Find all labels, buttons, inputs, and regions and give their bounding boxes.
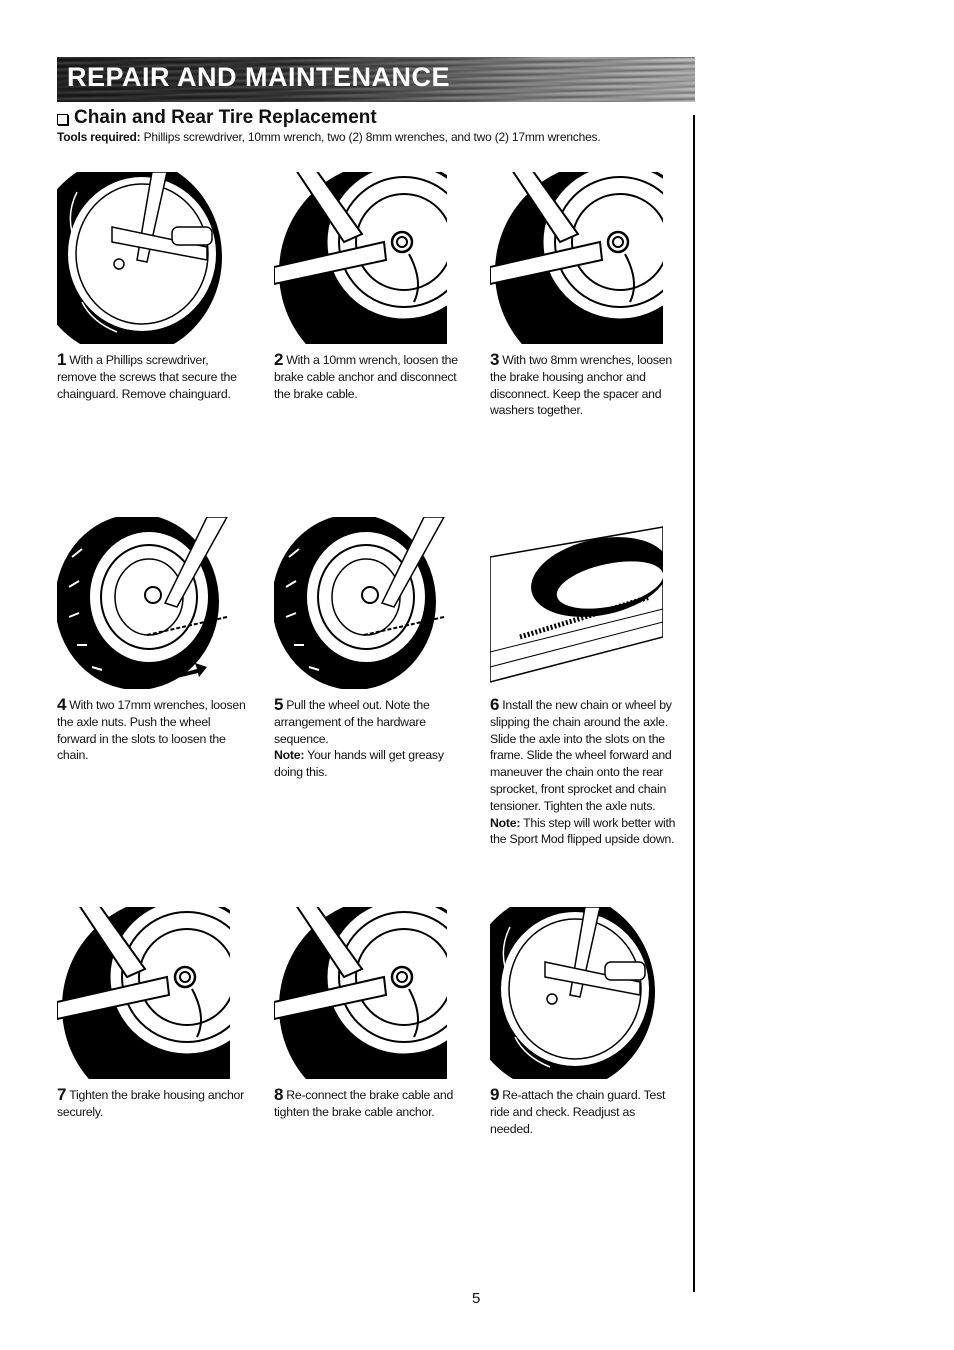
step-number: 9 [490, 1085, 500, 1104]
step-text: With two 17mm wrenches, loosen the axle … [57, 698, 246, 763]
brake-housing-tighten-illustration [57, 907, 230, 1079]
section-title: Chain and Rear Tire Replacement [74, 107, 377, 128]
step-text: With two 8mm wrenches, loosen the brake … [490, 353, 672, 418]
step-number: 6 [490, 695, 500, 714]
step-number: 7 [57, 1085, 67, 1104]
banner-title: REPAIR AND MAINTENANCE [67, 62, 451, 92]
step-number: 2 [274, 350, 284, 369]
note-label: Note: [490, 815, 521, 830]
brake-housing-wrenches-illustration [490, 172, 663, 344]
step-number: 5 [274, 695, 284, 714]
step-number: 3 [490, 350, 500, 369]
section-heading: Chain and Rear Tire Replacement [57, 107, 377, 129]
page-number: 5 [472, 1290, 481, 1307]
axle-nut-wrench-arrow-illustration [57, 517, 230, 689]
push-forward-arrow-icon [129, 663, 207, 689]
step-number: 4 [57, 695, 67, 714]
step-text: Tighten the brake housing anchor securel… [57, 1088, 244, 1119]
brake-cable-wrench-illustration [274, 172, 447, 344]
step-text: Install the new chain or wheel by slippi… [490, 698, 672, 813]
note-text: Your hands will get greasy doing this. [274, 748, 444, 780]
step-number: 1 [57, 350, 67, 369]
tools-text: Phillips screwdriver, 10mm wrench, two (… [140, 130, 601, 144]
chainguard-reattach-illustration [490, 907, 663, 1079]
step-text: Re-connect the brake cable and tighten t… [274, 1088, 454, 1119]
step-text: With a Phillips screwdriver, remove the … [57, 353, 237, 401]
square-checkbox-icon [57, 113, 68, 125]
tools-label: Tools required: [57, 130, 141, 144]
note-text: This step will work better with the Spor… [490, 815, 676, 847]
brake-cable-reconnect-illustration [274, 907, 447, 1079]
upside-down-sprocket-illustration [490, 517, 663, 689]
step-text: Pull the wheel out. Note the arrangement… [274, 698, 430, 746]
wheel-removal-chain-illustration [274, 517, 447, 689]
note-label: Note: [274, 748, 305, 763]
chainguard-screwdriver-illustration [57, 172, 230, 344]
step-text: With a 10mm wrench, loosen the brake cab… [274, 353, 458, 401]
column-divider [693, 115, 695, 1292]
tools-required: Tools required: Phillips screwdriver, 10… [57, 130, 601, 144]
section-banner: REPAIR AND MAINTENANCE [57, 57, 695, 102]
step-number: 8 [274, 1085, 284, 1104]
step-text: Re-attach the chain guard. Test ride and… [490, 1088, 666, 1136]
